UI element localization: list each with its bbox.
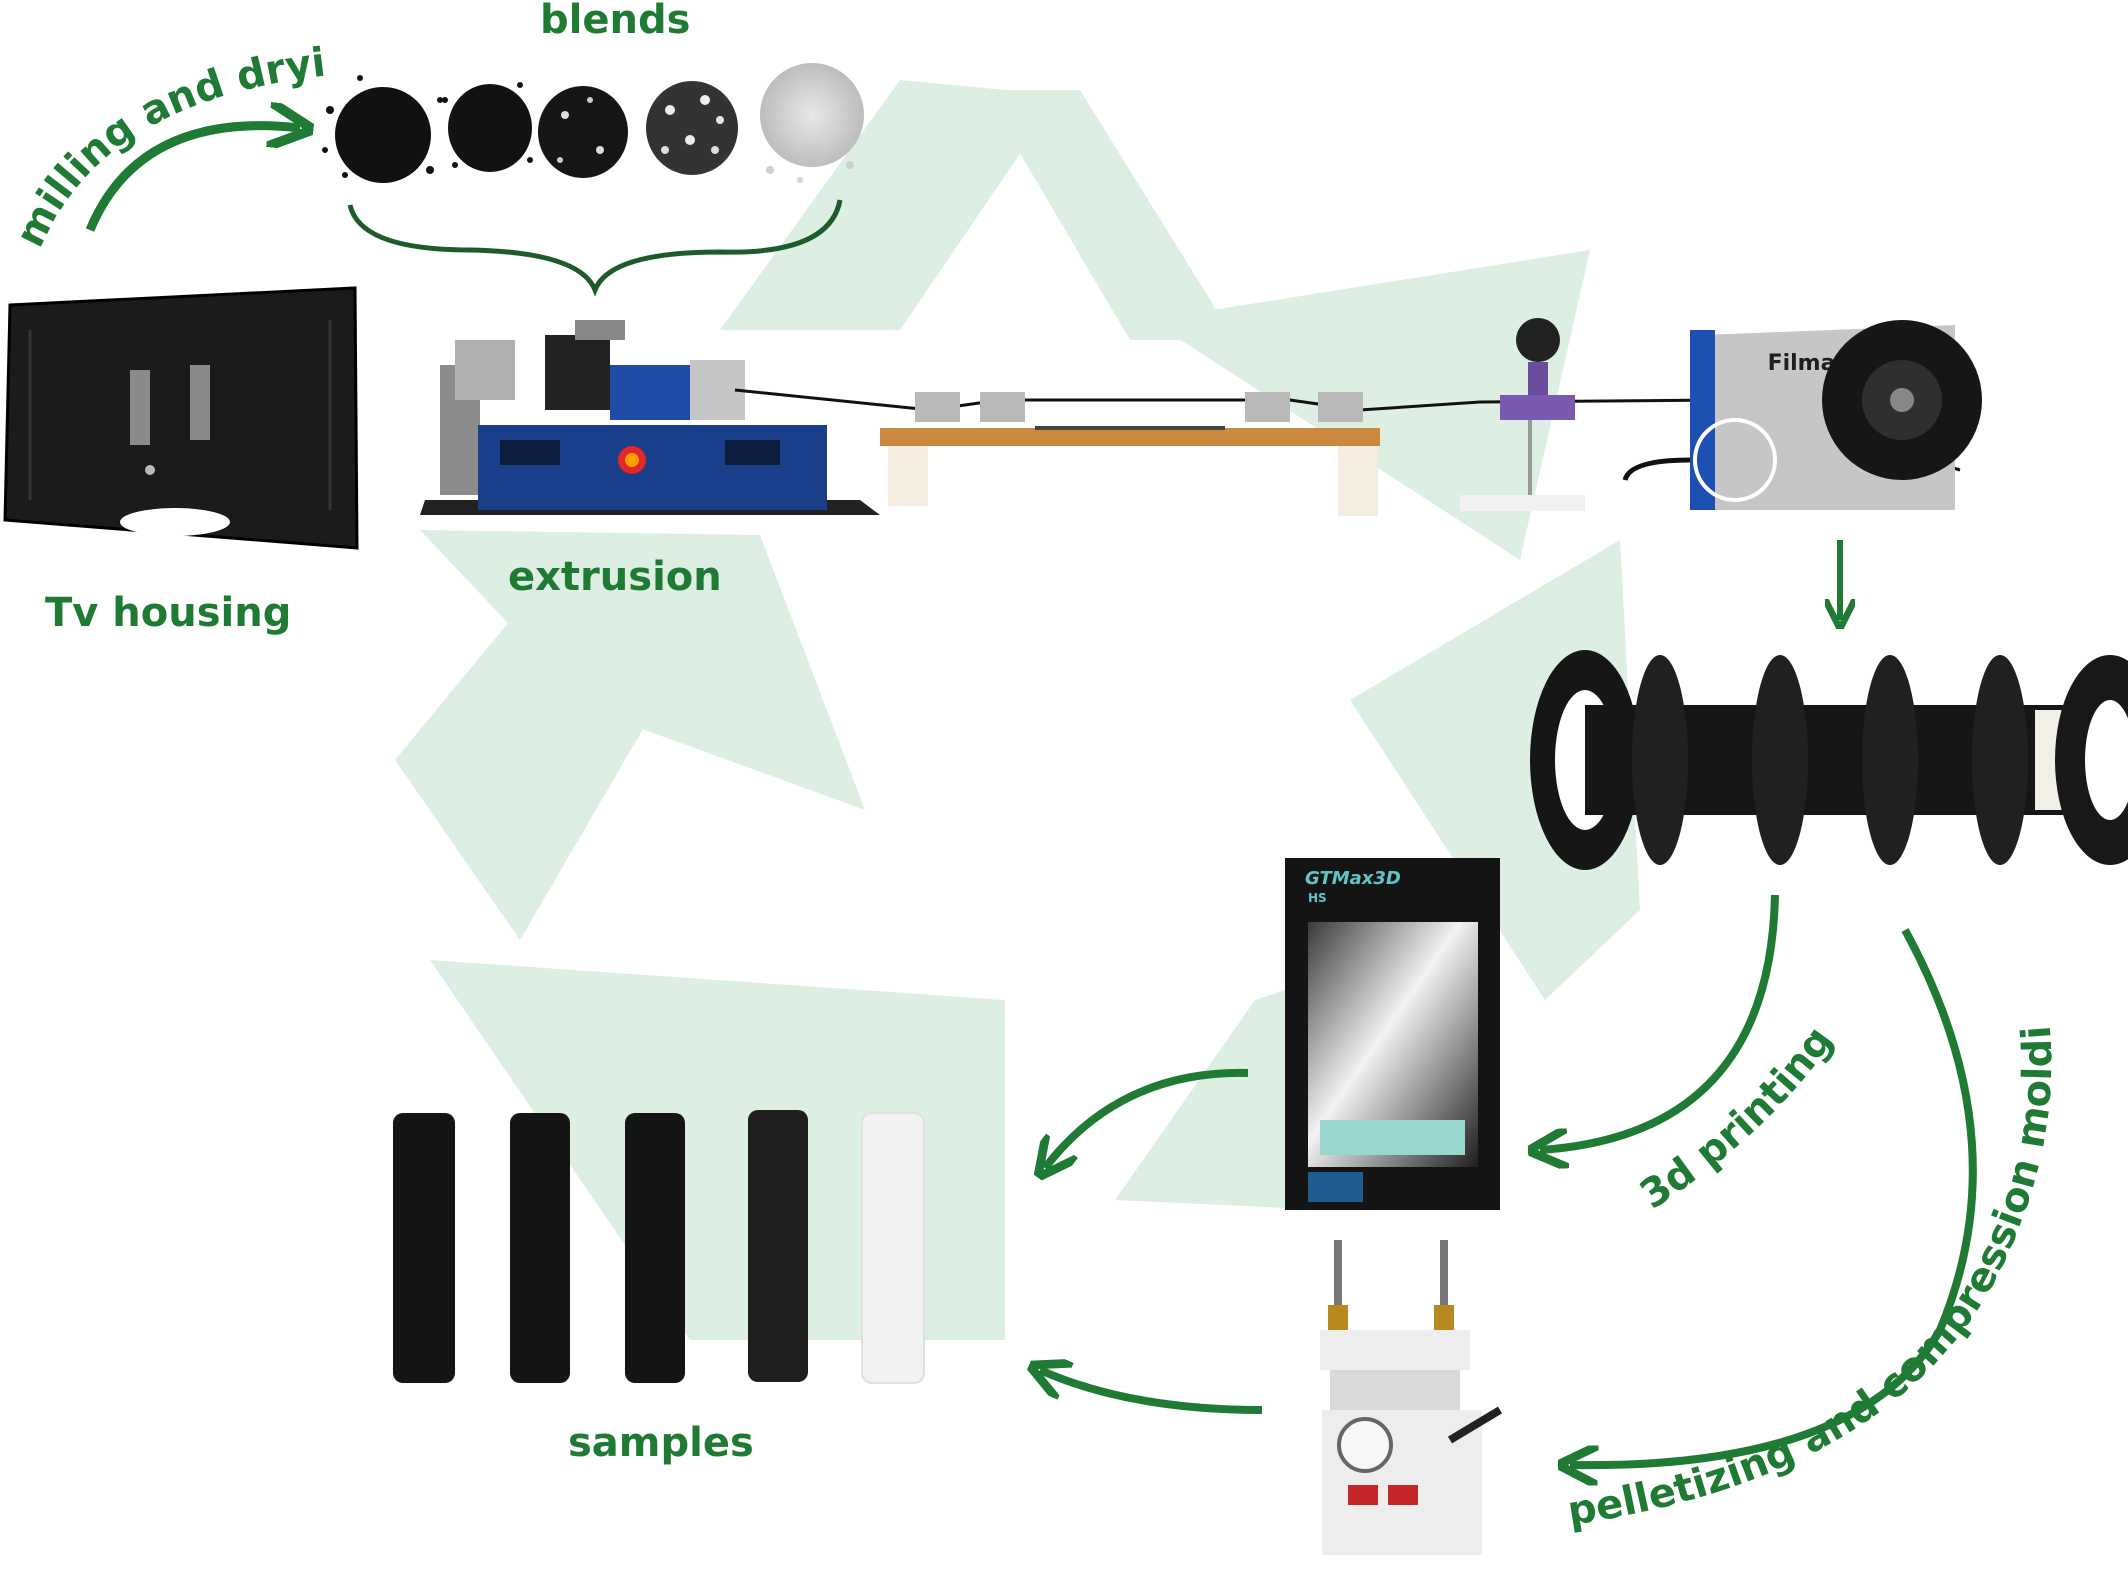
blend-pile-5 [760, 63, 864, 183]
blend-piles [322, 63, 864, 183]
sample-bar-5 [861, 1112, 925, 1384]
sample-bar-1 [393, 1113, 455, 1383]
sample-bar-2 [510, 1113, 570, 1383]
extrusion-label: extrusion [508, 554, 722, 600]
recycle-arrow-top-tail [720, 80, 1060, 330]
recycle-arrow-right-band [1350, 540, 1640, 1000]
3d-printer: GTMax3D HS [1285, 858, 1500, 1210]
cooling-bench [880, 392, 1380, 516]
blend-pile-1 [322, 75, 443, 183]
printer-model: HS [1308, 891, 1327, 905]
filament-spools [1530, 650, 2128, 870]
printer-brand: GTMax3D [1305, 868, 1401, 889]
recycle-arrow-left-band [395, 560, 660, 940]
recycle-arrow-top-head [1150, 250, 1590, 560]
blend-pile-2 [442, 82, 533, 172]
sample-bars [393, 1110, 925, 1384]
extruder-machine [420, 320, 880, 515]
filament-winder: Filmaq 3D [1622, 320, 1982, 510]
sample-bar-4 [748, 1110, 808, 1382]
compression-press [1320, 1240, 1503, 1555]
spool-to-press-arrow [1570, 928, 1977, 1465]
blend-pile-3 [538, 86, 628, 178]
spool-to-printer-arrow [1540, 894, 1779, 1150]
tv-housing-label: Tv housing [45, 590, 292, 636]
recycle-arrow-top-band [915, 90, 1235, 340]
curly-brace [347, 199, 843, 297]
milling-arrow [85, 126, 300, 232]
press-to-samples-arrow [1040, 1370, 1263, 1414]
samples-label: samples [568, 1420, 754, 1466]
tv-housing-photo [3, 286, 359, 550]
blends-label: blends [540, 0, 691, 43]
printer-to-samples-arrow [1045, 1068, 1249, 1168]
sample-bar-3 [625, 1113, 685, 1383]
diameter-gauge [1460, 318, 1585, 511]
blend-pile-4 [646, 81, 738, 175]
